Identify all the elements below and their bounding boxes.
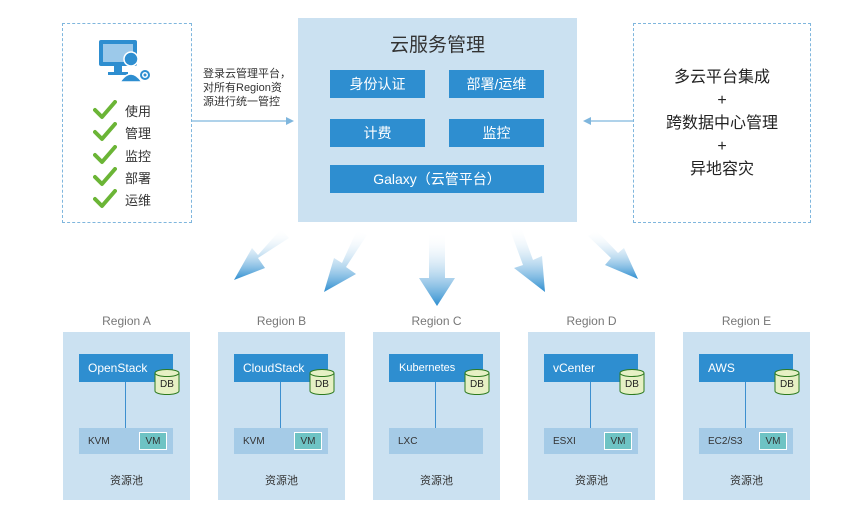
- service-label: EC2/S3: [708, 435, 743, 447]
- database-icon: [309, 369, 335, 395]
- region-e: AWS DB EC2/S3 VM 资源池: [683, 332, 810, 500]
- resource-pool-block: LXC: [389, 428, 483, 454]
- capability-plus: +: [717, 138, 727, 155]
- connector-line: [125, 382, 126, 428]
- connector-line: [435, 382, 436, 428]
- connector-line: [590, 382, 591, 428]
- capability-plus: +: [717, 92, 727, 109]
- resource-pool-label: 资源池: [730, 475, 763, 487]
- capabilities-panel: 多云平台集成 + 跨数据中心管理 + 异地容灾: [633, 23, 811, 223]
- login-note-line: 登录云管理平台，: [203, 68, 291, 80]
- capability-line: 多云平台集成: [673, 69, 770, 86]
- resource-pool-label: 资源池: [420, 475, 453, 487]
- resource-pool-block: KVM VM: [79, 428, 173, 454]
- check-icon: [93, 145, 117, 164]
- center-title: 云服务管理: [389, 35, 485, 56]
- connector-line: [280, 382, 281, 428]
- user-computer-gear-icon: [99, 40, 150, 83]
- arrow-to-region-d: [510, 227, 545, 292]
- arrow-to-region-a: [234, 229, 289, 280]
- vm-block: VM: [139, 432, 167, 450]
- user-permissions-panel: 使用 管理 监控 部署 运维: [62, 23, 192, 223]
- permission-label: 监控: [125, 148, 152, 164]
- billing-block: 计费: [330, 119, 425, 147]
- database-icon: [619, 369, 645, 395]
- identity-auth-block: 身份认证: [330, 70, 425, 98]
- region-label: Region C: [411, 314, 462, 328]
- region-c: Kubernetes DB LXC 资源池: [373, 332, 500, 500]
- vm-block: VM: [294, 432, 322, 450]
- resource-pool-label: 资源池: [110, 475, 143, 487]
- region-label: Region E: [721, 314, 772, 328]
- resource-pool-block: KVM VM: [234, 428, 328, 454]
- right-connector-arrowhead: [583, 117, 591, 125]
- permission-item: 部署: [93, 167, 151, 187]
- galaxy-platform-block: Galaxy（云管平台）: [330, 165, 544, 193]
- region-a: OpenStack DB KVM VM 资源池: [63, 332, 190, 500]
- database-icon: [154, 369, 180, 395]
- arrow-to-region-b: [324, 230, 367, 292]
- capability-line: 异地容灾: [689, 161, 754, 178]
- permission-label: 部署: [125, 170, 152, 186]
- hypervisor-label: KVM: [88, 435, 110, 447]
- permission-item: 运维: [93, 189, 151, 209]
- database-icon: [774, 369, 800, 395]
- check-icon: [93, 122, 117, 141]
- login-note-line: 对所有Region资: [203, 82, 282, 94]
- vm-block: VM: [604, 432, 632, 450]
- resource-pool-block: ESXI VM: [544, 428, 638, 454]
- connector-line: [745, 382, 746, 428]
- permission-item: 监控: [93, 145, 151, 165]
- check-icon: [93, 167, 117, 186]
- region-b: CloudStack DB KVM VM 资源池: [218, 332, 345, 500]
- login-note: 登录云管理平台， 对所有Region资 源进行统一管控: [203, 67, 299, 109]
- arrow-to-region-c: [419, 232, 455, 306]
- check-icon: [93, 189, 117, 208]
- region-label: Region B: [256, 314, 307, 328]
- left-connector-arrowhead: [286, 117, 294, 125]
- resource-pool-label: 资源池: [575, 475, 608, 487]
- region-label: Region D: [566, 314, 617, 328]
- permission-label: 运维: [125, 192, 152, 208]
- hypervisor-label: KVM: [243, 435, 265, 447]
- hypervisor-label: ESXI: [553, 435, 576, 447]
- region-d: vCenter DB ESXI VM 资源池: [528, 332, 655, 500]
- region-label: Region A: [102, 314, 151, 328]
- deploy-ops-block: 部署/运维: [449, 70, 544, 98]
- capabilities-text: 多云平台集成 + 跨数据中心管理 + 异地容灾: [634, 66, 810, 181]
- vm-block: VM: [759, 432, 787, 450]
- permission-item: 管理: [93, 122, 151, 142]
- login-note-line: 源进行统一管控: [203, 96, 280, 108]
- arrow-to-region-e: [588, 230, 638, 279]
- container-label: LXC: [398, 435, 418, 447]
- capability-line: 跨数据中心管理: [665, 115, 778, 132]
- platform-block: Kubernetes: [389, 354, 483, 382]
- check-icon: [93, 100, 117, 119]
- monitoring-block: 监控: [449, 119, 544, 147]
- cloud-service-management-panel: 云服务管理 身份认证 部署/运维 计费 监控 Galaxy（云管平台）: [298, 18, 577, 222]
- permission-label: 管理: [125, 125, 152, 141]
- permission-item: 使用: [93, 100, 151, 120]
- database-icon: [464, 369, 490, 395]
- permission-label: 使用: [125, 103, 152, 119]
- resource-pool-block: EC2/S3 VM: [699, 428, 793, 454]
- resource-pool-label: 资源池: [265, 475, 298, 487]
